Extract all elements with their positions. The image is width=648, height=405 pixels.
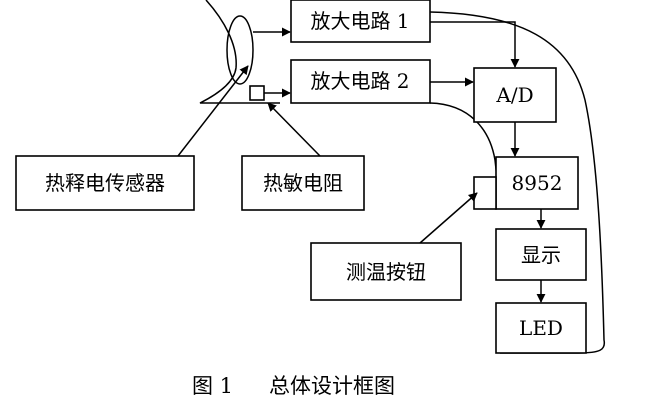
led-block bbox=[495, 302, 587, 354]
amp2-block bbox=[290, 59, 431, 104]
mcu-block bbox=[495, 156, 579, 210]
caption-title: 总体设计框图 bbox=[269, 374, 395, 398]
sensor-lens bbox=[226, 15, 254, 85]
pointer-pyro-sensor bbox=[177, 65, 249, 157]
button-port bbox=[473, 176, 497, 210]
adc-label: A/D bbox=[495, 83, 533, 107]
caption-number: 图 1 bbox=[192, 374, 233, 398]
amp1-block bbox=[290, 0, 431, 43]
mcu-label: 8952 bbox=[512, 171, 563, 195]
outer-envelope-curve bbox=[429, 11, 606, 354]
pointer-temp-button bbox=[419, 192, 478, 244]
pyro-sensor-box bbox=[15, 155, 195, 211]
thermistor-label: 热敏电阻 bbox=[263, 171, 343, 195]
adc-block bbox=[473, 67, 557, 123]
inner-connection-curve bbox=[429, 102, 498, 179]
pyro-sensor-label: 热释电传感器 bbox=[45, 171, 165, 195]
led-label: LED bbox=[519, 316, 563, 340]
display-label: 显示 bbox=[521, 243, 561, 267]
pointer-thermistor bbox=[267, 102, 321, 157]
temp-button-label: 测温按钮 bbox=[346, 260, 426, 284]
thermistor-box bbox=[241, 155, 365, 211]
amp1-label: 放大电路 1 bbox=[310, 9, 409, 33]
display-block bbox=[495, 228, 587, 281]
amp2-label: 放大电路 2 bbox=[310, 69, 409, 93]
thermistor-element bbox=[249, 85, 265, 101]
arrow-amp1-to-adc bbox=[430, 21, 520, 68]
temp-button-box bbox=[310, 242, 462, 301]
sensor-housing-outline bbox=[199, 0, 280, 104]
